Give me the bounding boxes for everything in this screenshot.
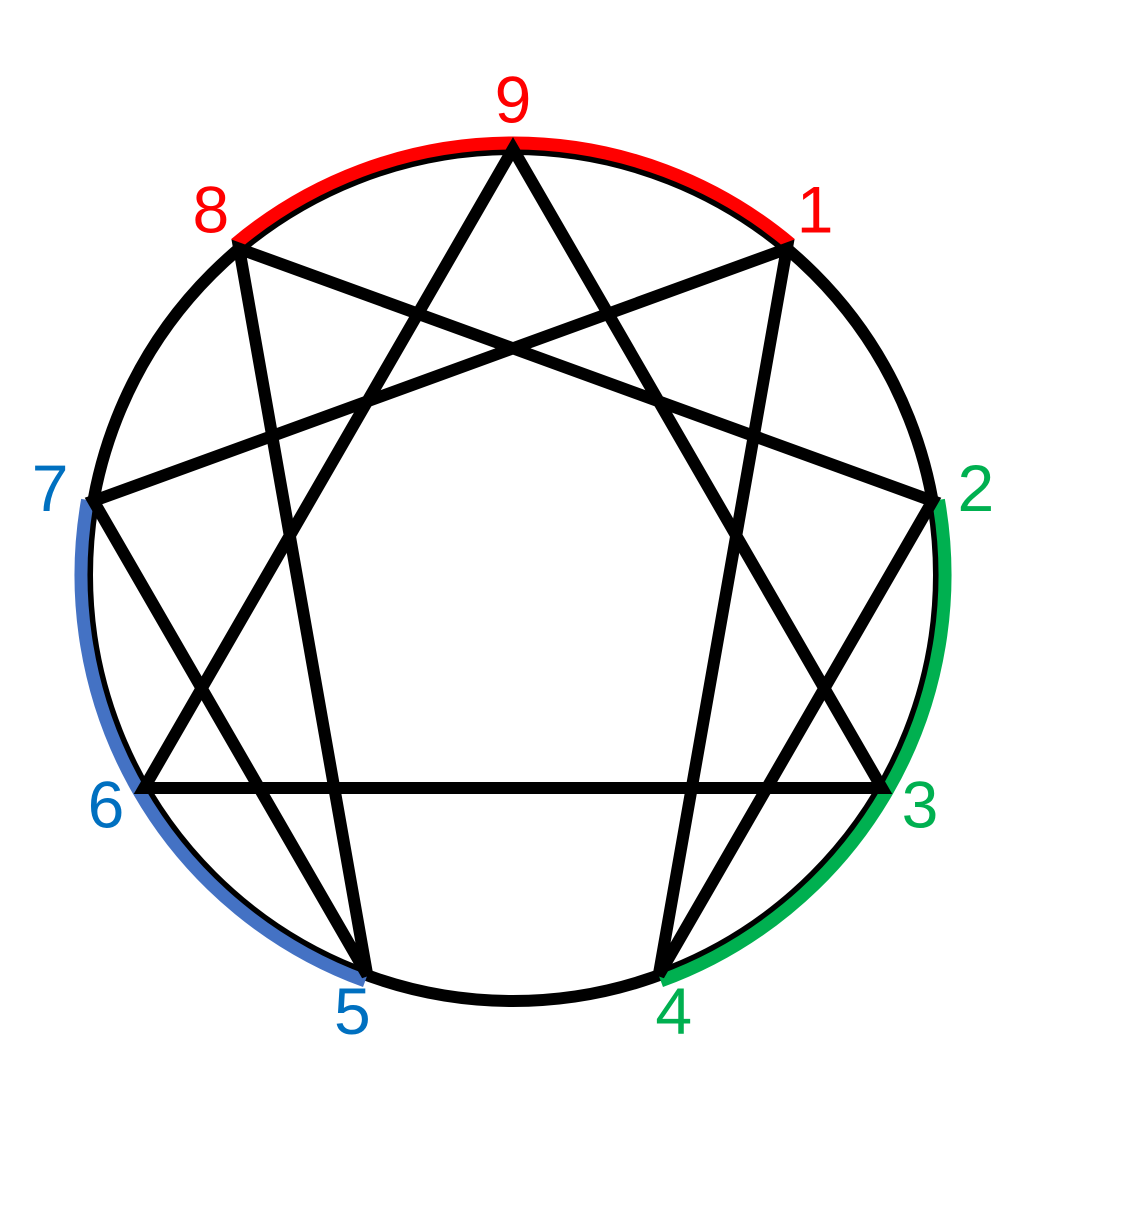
connecting-lines xyxy=(84,136,942,979)
triangle-lines xyxy=(133,136,893,794)
point-labels: 9 1 2 3 4 5 6 7 8 xyxy=(32,62,995,1048)
point-label-8: 8 xyxy=(193,172,230,246)
point-label-9: 9 xyxy=(495,62,532,136)
point-label-4: 4 xyxy=(655,974,692,1048)
point-label-7: 7 xyxy=(32,451,69,525)
point-label-1: 1 xyxy=(797,172,834,246)
point-label-6: 6 xyxy=(88,767,125,841)
outer-circle xyxy=(81,143,945,1007)
hexad-lines xyxy=(84,239,942,979)
point-label-5: 5 xyxy=(334,974,371,1048)
point-label-3: 3 xyxy=(902,767,939,841)
point-label-2: 2 xyxy=(958,451,995,525)
